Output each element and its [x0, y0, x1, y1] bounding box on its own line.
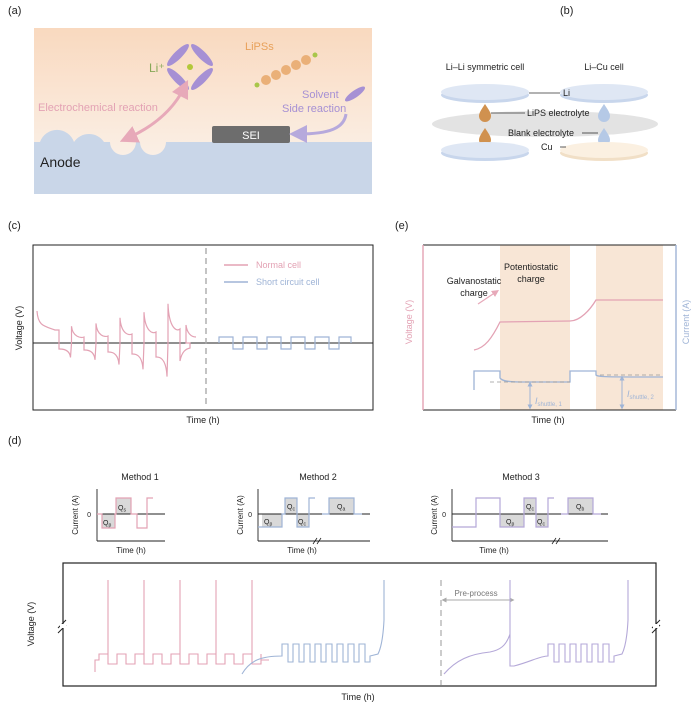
potentiostatic-shade-2	[596, 245, 663, 410]
licu-cell-label: Li–Cu cell	[584, 62, 624, 72]
electrochemical-label: Electrochemical reaction	[38, 102, 158, 114]
side-reaction-label: Side reaction	[282, 103, 346, 115]
svg-text:Qc: Qc	[537, 519, 545, 528]
lipss-label: LiPSs	[245, 41, 274, 53]
panel-e: (e) Ishuttle, 1 Ishuttle, 2 Galvanostati…	[395, 220, 691, 425]
legend-short-circuit-cell: Short circuit cell	[256, 277, 320, 287]
sei-label: SEI	[242, 130, 260, 142]
panel-d-tag: (d)	[8, 435, 21, 447]
anode-label: Anode	[40, 154, 81, 170]
panel-a-tag: (a)	[8, 5, 21, 17]
li-label: Li	[563, 88, 570, 98]
svg-text:Qc: Qc	[298, 519, 306, 528]
side-reaction-arrow	[289, 113, 348, 143]
normal-cell-trace	[36, 303, 197, 377]
panel-d-xlabel: Time (h)	[341, 692, 374, 702]
electrochemical-arrow	[119, 79, 189, 143]
sei-layer	[212, 126, 290, 143]
lips-droplet-icon	[479, 128, 491, 146]
method-1-title: Method 1	[121, 472, 159, 482]
panel-d-ylabel: Voltage (V)	[26, 602, 36, 647]
voltage-curve	[473, 299, 663, 351]
method-3-title: Method 3	[502, 472, 540, 482]
panel-e-ylabel-right: Current (A)	[681, 300, 691, 345]
panel-c-ylabel: Voltage (V)	[14, 306, 24, 351]
panel-e-ylabel-left: Voltage (V)	[404, 300, 414, 345]
panel-d-main-plot: Pre-process Voltage (V) Time (h)	[26, 562, 661, 702]
panel-e-xlabel: Time (h)	[531, 415, 564, 425]
method-3-inset: Method 3 Qp Qc Qc Qb 0 Current (A) Time …	[430, 472, 608, 555]
short-circuit-trace	[218, 336, 352, 350]
method-2-title: Method 2	[299, 472, 337, 482]
lipss-chain-icon	[254, 52, 318, 88]
panel-d: (d) Method 1 Qp Qs 0 Current (A) Time (h…	[8, 435, 661, 702]
method-1-waveform	[97, 497, 153, 529]
svg-text:Qb: Qb	[576, 504, 584, 513]
potentiostatic-label-2: charge	[517, 274, 545, 284]
svg-text:Qa: Qa	[337, 504, 345, 513]
svg-text:Current (A): Current (A)	[430, 495, 439, 535]
panel-b: (b) Li–Li symmetric cell Li–Cu cell Li L…	[432, 5, 658, 161]
li-ion-label: Li⁺	[149, 61, 165, 75]
preprocess-label: Pre-process	[454, 589, 497, 598]
svg-text:Qp: Qp	[103, 520, 111, 529]
panel-b-tag: (b)	[560, 5, 573, 17]
i-shuttle-1-label: Ishuttle, 1	[535, 396, 563, 408]
solvent-icon	[344, 86, 366, 102]
svg-text:Time (h): Time (h)	[287, 546, 317, 555]
svg-text:0: 0	[442, 512, 446, 519]
panel-e-tag: (e)	[395, 220, 408, 232]
svg-text:Qc: Qc	[526, 504, 534, 513]
svg-text:Time (h): Time (h)	[479, 546, 509, 555]
cu-label: Cu	[541, 142, 553, 152]
blank-droplet-icon	[598, 128, 610, 146]
method-1-inset: Method 1 Qp Qs 0 Current (A) Time (h)	[71, 472, 165, 555]
solvent-label: Solvent	[302, 89, 339, 101]
panel-c-xlabel: Time (h)	[186, 415, 219, 425]
svg-text:0: 0	[87, 512, 91, 519]
panel-c: (c) Normal cell Short circuit cell Volta…	[8, 220, 374, 425]
blank-droplet-icon	[598, 104, 610, 122]
svg-text:0: 0	[248, 512, 252, 519]
svg-text:Time (h): Time (h)	[116, 546, 146, 555]
method-1-voltage-trace	[94, 580, 269, 672]
lips-droplet-icon	[479, 104, 491, 122]
svg-text:Qc: Qc	[287, 504, 295, 513]
panel-a: (a) Anode SEI Li⁺ LiPSs Solvent	[8, 5, 372, 194]
method-2-waveform	[258, 497, 315, 528]
svg-text:Qs: Qs	[118, 505, 126, 514]
method-3-waveform	[452, 497, 554, 528]
svg-text:Current (A): Current (A)	[71, 495, 80, 535]
legend-normal-cell: Normal cell	[256, 260, 301, 270]
svg-text:Qp: Qp	[506, 519, 514, 528]
svg-text:Current (A): Current (A)	[236, 495, 245, 535]
potentiostatic-label: Potentiostatic	[504, 262, 559, 272]
panel-c-tag: (c)	[8, 220, 21, 232]
lili-cell-label: Li–Li symmetric cell	[446, 62, 525, 72]
method-2-inset: Method 2 Qp Qc Qc Qa 0 Current (A) Time …	[236, 472, 370, 555]
galvanostatic-label-2: charge	[460, 288, 488, 298]
panel-d-frame	[62, 562, 657, 687]
blank-electrolyte-label: Blank electrolyte	[508, 128, 574, 138]
i-shuttle-2-label: Ishuttle, 2	[627, 389, 655, 401]
panel-c-frame	[32, 244, 374, 411]
method-3-voltage-trace	[443, 580, 629, 675]
method-2-voltage-trace	[241, 580, 385, 675]
anode-block	[34, 129, 372, 194]
svg-text:Qp: Qp	[264, 519, 272, 528]
galvanostatic-label: Galvanostatic	[447, 276, 502, 286]
lips-electrolyte-label: LiPS electrolyte	[527, 108, 590, 118]
